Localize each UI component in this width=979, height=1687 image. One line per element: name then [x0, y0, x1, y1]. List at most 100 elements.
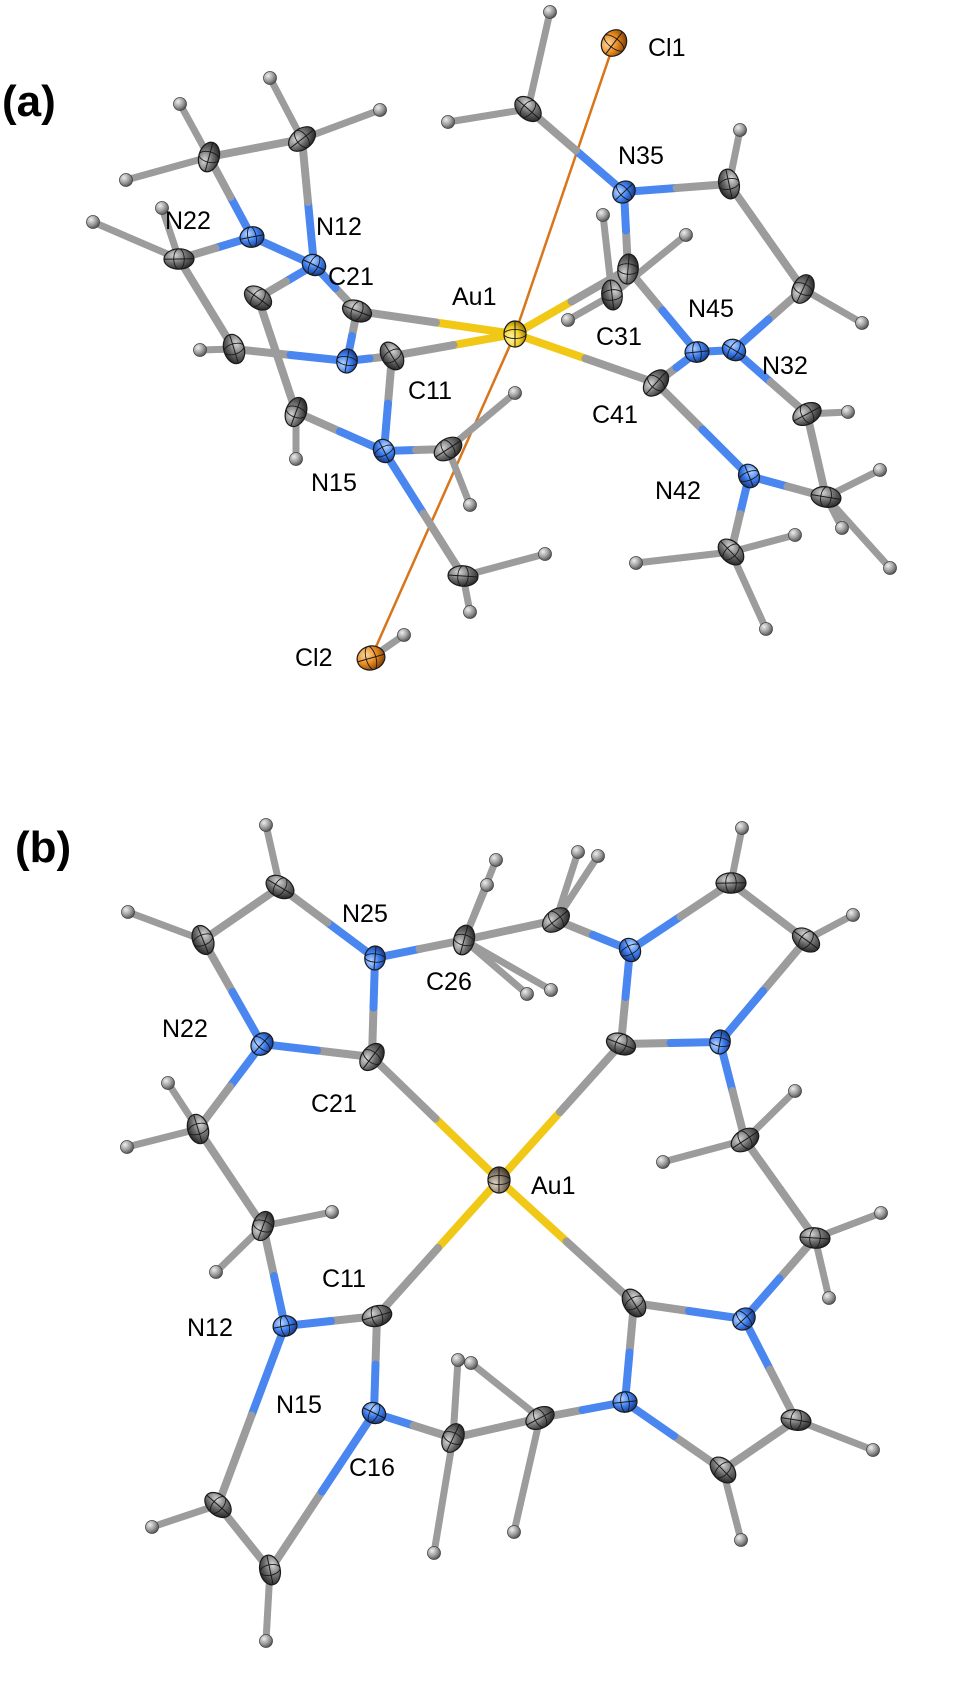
- bond-Cb5-N32: [759, 936, 810, 995]
- atom-octant-line: [601, 289, 623, 301]
- hydrogen-atom: [544, 983, 558, 997]
- bond-C11-Au1: [373, 1244, 442, 1320]
- atom-principal-axis: [193, 1114, 203, 1144]
- atom-Ca1: [197, 141, 221, 173]
- atom-octant-line: [259, 1563, 281, 1577]
- hydrogen-atom: [841, 405, 855, 419]
- hydrogen-atom: [788, 528, 802, 542]
- atom-label-c41: C41: [592, 401, 638, 429]
- atom-octant-line: [603, 34, 625, 52]
- bond-Cb11-N15: [266, 1487, 326, 1574]
- panel-label-b: (b): [15, 823, 71, 872]
- atom-principal-axis: [373, 946, 377, 970]
- atom-label-au1: Au1: [452, 283, 496, 311]
- atom-octant-line: [173, 248, 185, 270]
- atom-Ca12: [792, 401, 822, 427]
- atom-N32: [709, 1029, 731, 1055]
- atom-label-cl2: Cl2: [295, 644, 333, 672]
- bond-Au1-C31: [495, 1108, 564, 1184]
- atom-principal-axis: [811, 494, 841, 500]
- atom-label-n22: N22: [165, 207, 211, 235]
- atom-octant-line: [285, 405, 307, 419]
- atom-octant-line: [709, 1037, 731, 1047]
- atom-principal-axis: [712, 1458, 734, 1482]
- atom-principal-axis: [624, 939, 636, 961]
- hydrogen-atom: [571, 845, 585, 859]
- atom-octant-line: [617, 263, 639, 275]
- atom-Cb1: [265, 874, 295, 900]
- atom-principal-axis: [245, 288, 271, 308]
- bond-N15-Cb11: [318, 1409, 378, 1496]
- atom-N32: [721, 338, 747, 362]
- bond-Ca15-H: [608, 231, 690, 299]
- atom-label-n12: N12: [316, 213, 362, 241]
- atom-octant-line: [336, 356, 358, 366]
- atom-octant-line: [532, 1408, 548, 1428]
- hydrogen-atom: [846, 908, 860, 922]
- atom-principal-axis: [266, 1555, 274, 1585]
- atom-Ca6: [284, 396, 308, 428]
- atom-octant-line: [718, 177, 740, 191]
- bond-C41-Au1: [581, 354, 660, 387]
- hydrogen-atom: [591, 849, 605, 863]
- atom-octant-line: [279, 1315, 291, 1337]
- atom-label-n35: N35: [618, 142, 664, 170]
- atom-principal-axis: [723, 343, 745, 357]
- atom-octant-line: [548, 910, 564, 930]
- hydrogen-atom: [373, 103, 387, 117]
- atom-Cb2: [191, 924, 215, 956]
- atom-Cb5: [791, 927, 821, 953]
- hydrogen-atom: [507, 1525, 521, 1539]
- atom-C41: [621, 1288, 647, 1318]
- panel-label-a: (a): [2, 77, 56, 126]
- bond-Cb10-N12: [214, 1411, 256, 1509]
- bond-Ca13-H: [822, 493, 894, 572]
- atom-octant-line: [367, 1403, 381, 1423]
- atom-principal-axis: [793, 406, 821, 422]
- atom-octant-line: [187, 1122, 209, 1136]
- atom-octant-line: [307, 255, 321, 275]
- atom-octant-line: [620, 1391, 630, 1413]
- atom-octant-line: [364, 953, 386, 963]
- bond-Cb6-H: [123, 1125, 202, 1151]
- hydrogen-atom: [656, 1155, 670, 1169]
- hydrogen-atom: [866, 1443, 880, 1457]
- atom-octant-line: [714, 1461, 732, 1479]
- hydrogen-atom: [155, 201, 169, 215]
- atom-principal-axis: [526, 1410, 554, 1426]
- atom-principal-axis: [796, 275, 810, 303]
- atom-principal-axis: [240, 234, 264, 240]
- atom-octant-line: [272, 877, 288, 897]
- atom-N35: [618, 937, 642, 963]
- hydrogen-atom: [489, 853, 503, 867]
- atom-octant-line: [294, 129, 310, 149]
- hydrogen-atom: [259, 818, 273, 832]
- atom-C21: [359, 1042, 385, 1072]
- atom-octant-line: [350, 300, 364, 322]
- atom-principal-axis: [685, 350, 709, 354]
- atom-C26: [452, 924, 476, 956]
- atom-Ca4: [243, 285, 273, 311]
- atom-C31: [617, 253, 639, 285]
- atom-principal-axis: [383, 343, 401, 369]
- bond-Ca11-H: [799, 285, 866, 327]
- atom-octant-line: [223, 342, 245, 356]
- bond-Cl1-Au1: [563, 41, 616, 190]
- atom-principal-axis: [459, 925, 469, 955]
- atom-N22: [250, 1032, 274, 1056]
- hydrogen-atom: [397, 628, 411, 642]
- hydrogen-atom: [873, 463, 887, 477]
- atom-N25: [336, 348, 358, 374]
- atom-Ca8: [447, 565, 479, 587]
- hydrogen-atom: [733, 123, 747, 137]
- atom-principal-axis: [609, 280, 615, 310]
- atom-N42: [732, 1307, 756, 1331]
- panel-b-atoms: [120, 818, 888, 1648]
- bond-Cb2-H: [124, 908, 207, 944]
- atom-octant-line: [615, 183, 633, 201]
- atom-C11: [379, 341, 405, 371]
- atom-label-n22: N22: [162, 1015, 208, 1043]
- hydrogen-atom: [451, 1353, 465, 1367]
